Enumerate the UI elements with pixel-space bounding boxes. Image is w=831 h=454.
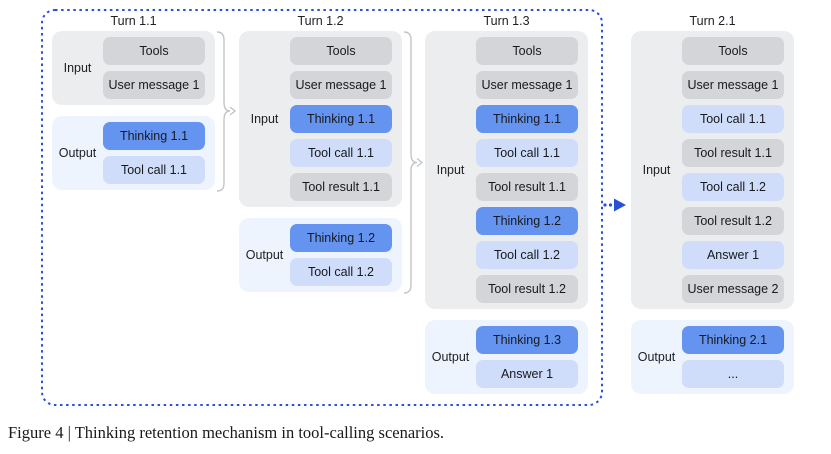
message-box: Thinking 1.2 <box>290 224 392 252</box>
output-label: Output <box>58 146 97 160</box>
message-box: Tool call 1.1 <box>290 139 392 167</box>
output-label: Output <box>637 350 676 364</box>
output-label: Output <box>245 248 284 262</box>
turn-title: Turn 1.1 <box>110 14 157 28</box>
message-box: User message 1 <box>682 71 784 99</box>
message-box: Thinking 2.1 <box>682 326 784 354</box>
message-box: Tool call 1.1 <box>476 139 578 167</box>
brace-arrow-icon <box>403 31 424 294</box>
message-box: Tool call 1.1 <box>103 156 205 184</box>
input-label: Input <box>63 61 92 75</box>
message-box: User message 1 <box>103 71 205 99</box>
message-box: Tool call 1.2 <box>476 241 578 269</box>
output-label: Output <box>431 350 470 364</box>
output-panel: Output Thinking 2.1... <box>631 320 794 394</box>
message-box: Tools <box>103 37 205 65</box>
message-box: Tools <box>682 37 784 65</box>
input-label: Input <box>642 163 671 177</box>
message-box: Tool call 1.2 <box>290 258 392 286</box>
brace-arrow-icon <box>216 31 237 192</box>
message-box: Thinking 1.3 <box>476 326 578 354</box>
output-boxes: Thinking 2.1... <box>682 320 794 394</box>
message-box: Tool result 1.2 <box>476 275 578 303</box>
message-box: Thinking 1.1 <box>476 105 578 133</box>
message-box: Thinking 1.1 <box>103 122 205 150</box>
input-label: Input <box>250 112 279 126</box>
retention-boundary-frame <box>41 9 603 406</box>
turn-title: Turn 1.2 <box>297 14 344 28</box>
message-box: Thinking 1.2 <box>476 207 578 235</box>
message-box: User message 1 <box>290 71 392 99</box>
turn-title: Turn 2.1 <box>689 14 736 28</box>
message-box: User message 2 <box>682 275 784 303</box>
figure-caption: Figure 4 | Thinking retention mechanism … <box>8 423 445 442</box>
message-box: Answer 1 <box>476 360 578 388</box>
message-box: ... <box>682 360 784 388</box>
input-label: Input <box>436 163 465 177</box>
turn-title: Turn 1.3 <box>483 14 530 28</box>
message-box: User message 1 <box>476 71 578 99</box>
message-box: Answer 1 <box>682 241 784 269</box>
message-box: Tools <box>290 37 392 65</box>
next-turn-arrow-icon <box>603 198 626 212</box>
message-box: Tool result 1.1 <box>290 173 392 201</box>
message-box: Tool result 1.2 <box>682 207 784 235</box>
message-box: Tool result 1.1 <box>682 139 784 167</box>
message-box: Tool call 1.2 <box>682 173 784 201</box>
message-box: Tools <box>476 37 578 65</box>
message-box: Tool call 1.1 <box>682 105 784 133</box>
message-box: Thinking 1.1 <box>290 105 392 133</box>
message-box: Tool result 1.1 <box>476 173 578 201</box>
